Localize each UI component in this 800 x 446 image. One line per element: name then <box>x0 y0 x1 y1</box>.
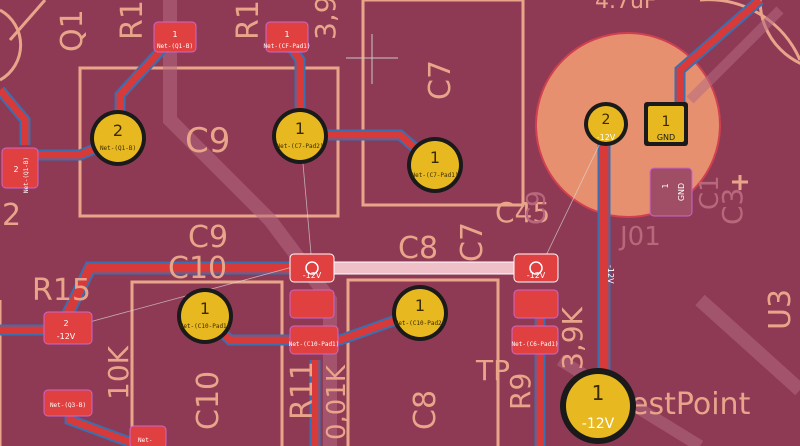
pad-cfpad1-num: 1 <box>284 30 289 39</box>
silk-num-2-left: 2 <box>2 198 21 233</box>
silk-c7-mid: C7 <box>455 222 490 262</box>
silk-c9-mid: C9 <box>185 121 230 161</box>
silk-q1-edge <box>8 0 47 41</box>
track-label-12v: -12V <box>606 265 615 284</box>
pad-q1b-net: Net-(Q1-B) <box>157 43 193 50</box>
silk-c3-right: C3 <box>716 188 749 225</box>
pad-cap1-num: 1 <box>662 114 671 130</box>
silk-c9-faint: C9 <box>522 190 552 225</box>
silk-r1-a: R1 <box>115 0 150 40</box>
silk-c7-top: C7 <box>423 60 458 100</box>
pad-cap1-net: GND <box>657 133 675 142</box>
silk-c8-bottom: C8 <box>408 390 443 430</box>
silk-u3: U3 <box>763 289 798 330</box>
pad-q1b-big-net: Net-(Q1-B) <box>100 145 136 152</box>
silk-xx-right: J01 <box>618 222 661 252</box>
pad-sel-right-net: -12V <box>527 271 546 280</box>
silkscreen-outlines <box>0 0 525 446</box>
pad-cap2-num: 2 <box>602 112 611 128</box>
silkscreen-arc-top-right <box>700 0 800 61</box>
silk-testpoint: estPoint <box>630 387 751 422</box>
pad-tp-net: -12V <box>582 416 615 432</box>
pad-gnd-smd-net: GND <box>677 183 686 201</box>
silk-c8-mid: C8 <box>398 231 438 266</box>
crosshair-cursor <box>346 34 398 84</box>
pad-q1b-big-num: 2 <box>113 121 123 140</box>
pad-c7pad2-net: Net-(C7-Pad2) <box>277 143 324 150</box>
silk-c45: C45 <box>495 196 550 229</box>
pad-bottom-left-net: Net- <box>138 437 152 444</box>
pad-gnd-smd-num: 1 <box>661 183 670 188</box>
pad-q1b-num: 1 <box>172 30 177 39</box>
silk-39-top: 3,9 <box>309 0 342 40</box>
silk-polarity-marks <box>732 175 748 190</box>
pad-r15-bot-net: Net-(Q3-B) <box>50 402 86 409</box>
silk-r15: R15 <box>32 273 91 308</box>
silk-r11-val: 0,01K <box>322 364 352 440</box>
pad-r15-top-num: 2 <box>63 319 68 328</box>
pad-c7pad2-num: 1 <box>295 119 305 138</box>
silk-r1-b: R1 <box>231 0 266 40</box>
pad-c7pad1-num: 1 <box>430 148 440 167</box>
pad-cfpad1-net: Net-(CF-Pad1) <box>264 43 311 50</box>
selection-handles[interactable] <box>305 261 543 275</box>
pad-tp-num: 1 <box>592 381 605 405</box>
pad-r11-bot-net: Net-(C10-Pad1) <box>289 341 340 348</box>
pad-q1b-side-num: 2 <box>13 165 18 174</box>
silk-c1-faint: C1 <box>695 175 725 210</box>
silk-r9: R9 <box>504 373 537 410</box>
pad-sel-left-net: -12V <box>303 271 322 280</box>
pad-c7pad1-net: Net-(C7-Pad1) <box>412 172 459 179</box>
silk-q1-outline <box>0 8 23 82</box>
pad-c10pad1-net: Net-(C10-Pad1) <box>180 323 231 330</box>
silk-r11: R11 <box>285 361 320 420</box>
pad-q1b-side-net: Net-(Q1-B) <box>23 157 30 193</box>
silk-r9-val: 3,9K <box>556 306 589 370</box>
silk-c10-bottom: C10 <box>191 371 226 430</box>
pad-c10pad1-num: 1 <box>200 299 210 318</box>
pad-c10pad2-num: 1 <box>415 296 425 315</box>
silk-cap-val: 4.7uF <box>595 0 657 14</box>
silk-q1: Q1 <box>55 9 90 52</box>
silk-tp: TP <box>475 354 510 387</box>
through-hole-pads[interactable]: 2 Net-(Q1-B) 1 Net-(C7-Pad2) 1 Net-(C7-P… <box>90 102 688 444</box>
smd-pads[interactable]: 1 Net-(Q1-B) 1 Net-(CF-Pad1) 2 Net-(Q1-B… <box>1 21 693 446</box>
pad-r9-bot-net: Net-(C6-Pad1) <box>512 341 559 348</box>
silk-c9-lower: C9 <box>188 220 228 255</box>
pad-r15-top-net: -12V <box>57 332 76 341</box>
silk-c10-mid: C10 <box>168 251 227 286</box>
pad-c10pad2-net: Net-(C10-Pad2) <box>395 320 446 327</box>
pad-cap2-net: -12V <box>597 133 616 142</box>
silk-10k: 10K <box>102 345 135 400</box>
